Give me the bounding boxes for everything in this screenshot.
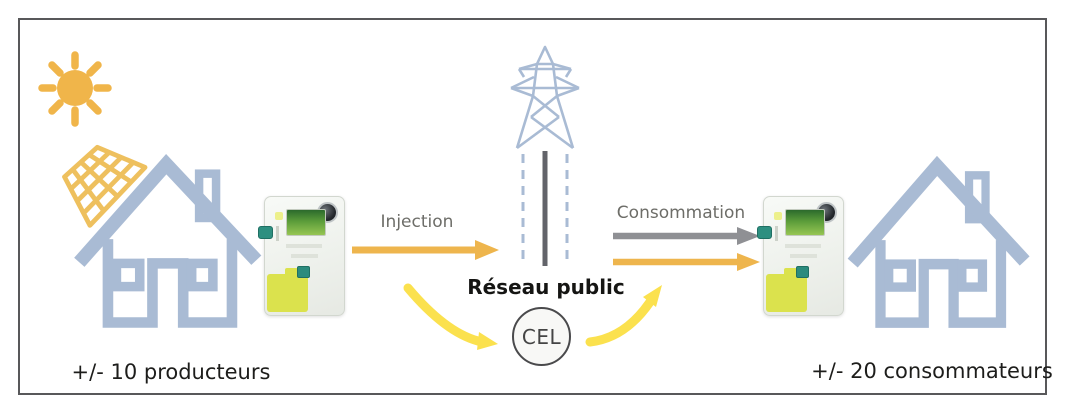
meter-button [297, 266, 310, 278]
consumer-house-icon [847, 155, 1030, 328]
public-network-label: Réseau public [467, 275, 625, 299]
cel-badge: CEL [512, 307, 571, 366]
meter-lime-panel [766, 268, 807, 312]
consumer-smart-meter-icon [757, 196, 844, 316]
cel-flow-arrow-out [585, 297, 655, 347]
grid-connection-lines [521, 151, 569, 266]
meter-lime-panel [267, 268, 308, 312]
meter-tick [276, 226, 279, 241]
producer-house-icon [62, 144, 262, 328]
cel-label: CEL [521, 324, 562, 349]
meter-lcd-display [785, 209, 825, 236]
producer-smart-meter-icon [258, 196, 345, 316]
meter-indicator-dot [275, 212, 283, 220]
sun-icon [38, 51, 112, 127]
injection-label: Injection [380, 212, 454, 232]
consumption-arrow-cel [613, 253, 760, 271]
meter-tick [775, 226, 778, 241]
meter-side-knob [757, 226, 772, 239]
cel-flow-arrow-in [403, 283, 483, 346]
injection-arrow [352, 240, 499, 260]
solar-panel-icon [62, 144, 148, 228]
cel-flow-arrows [403, 283, 662, 350]
transmission-tower-icon [510, 45, 580, 150]
meter-label-line [291, 254, 318, 258]
meter-lcd-display [286, 209, 326, 236]
consumption-arrow-grid [613, 227, 760, 245]
producers-count-label: +/- 10 producteurs [71, 360, 271, 384]
meter-indicator-dot [774, 212, 782, 220]
consumers-count-label: +/- 20 consommateurs [811, 359, 1053, 383]
meter-label-line [286, 244, 322, 248]
meter-button [796, 266, 809, 278]
meter-side-knob [258, 226, 273, 239]
meter-label-line [790, 254, 817, 258]
consumption-label: Consommation [616, 203, 746, 223]
meter-label-line [785, 244, 821, 248]
